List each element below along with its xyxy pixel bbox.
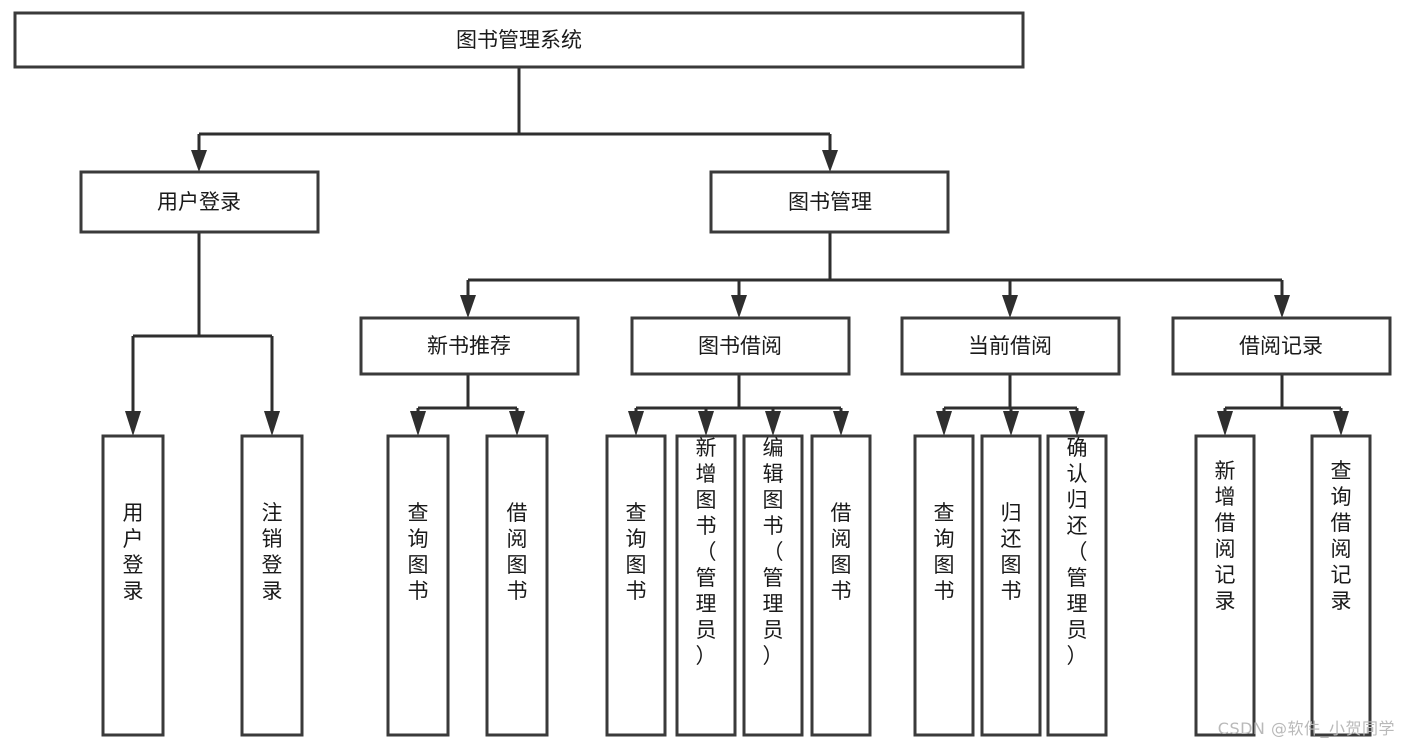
connector-group-new-book-recommend [410, 374, 525, 436]
node-box-current-borrow[interactable] [900, 316, 1121, 376]
arrow-head-book-borrow [731, 295, 747, 318]
leaf-box-new-book-2[interactable] [485, 434, 549, 737]
leaf-node[interactable]: 借阅图书 [485, 434, 549, 737]
arrow-head-borrow-record [1274, 295, 1290, 318]
leaf-box-book-borrow-4[interactable] [810, 434, 872, 737]
node-label-user-login: 用户登录 [157, 190, 241, 214]
arrow-head-current-borrow-leaf-3 [1069, 411, 1085, 436]
leaf-label-borrow-record-2: 查询借阅记录 [1331, 459, 1352, 613]
leaf-box-user-login-2[interactable] [240, 434, 304, 737]
node-box-new-book-recommend[interactable] [359, 316, 580, 376]
node-label-new-book-recommend: 新书推荐 [427, 334, 511, 358]
node-box-borrow-record[interactable] [1171, 316, 1392, 376]
leaf-label-book-borrow-2: 新增图书（管理员） [696, 436, 717, 668]
leaf-box-book-borrow-2[interactable] [675, 434, 737, 737]
node-box-book-borrow[interactable] [630, 316, 851, 376]
arrow-head-user-login [191, 150, 207, 172]
arrow-head-new-book-leaf-1 [410, 411, 426, 436]
leaf-node[interactable]: 确认归还（管理员） [1046, 434, 1108, 737]
leaf-label-current-borrow-2: 归还图书 [1001, 501, 1022, 603]
node-borrow-record[interactable]: 借阅记录 [1171, 316, 1392, 376]
arrow-head-new-book-leaf-2 [509, 411, 525, 436]
leaf-label-book-borrow-1: 查询图书 [626, 501, 647, 603]
node-label-root: 图书管理系统 [456, 28, 582, 52]
connector-group-book-borrow [628, 374, 849, 436]
connector-group-user-login [125, 232, 280, 436]
leaf-label-user-login-2: 注销登录 [262, 501, 283, 603]
leaf-box-current-borrow-1[interactable] [913, 434, 975, 737]
leaf-node[interactable]: 新增借阅记录 [1194, 434, 1256, 737]
node-box-root[interactable] [13, 11, 1025, 69]
leaf-box-current-borrow-3[interactable] [1046, 434, 1108, 737]
leaf-label-book-borrow-4: 借阅图书 [831, 501, 852, 603]
leaf-label-borrow-record-1: 新增借阅记录 [1215, 459, 1236, 613]
connector-group-root [191, 67, 838, 172]
leaf-node[interactable]: 编辑图书（管理员） [742, 434, 804, 737]
leaf-node[interactable]: 新增图书（管理员） [675, 434, 737, 737]
node-label-current-borrow: 当前借阅 [968, 334, 1052, 358]
connector-group-book-manage [460, 232, 1290, 318]
node-label-book-management: 图书管理 [788, 190, 872, 214]
arrow-head-current-borrow-leaf-1 [936, 411, 952, 436]
leaf-box-user-login-1[interactable] [101, 434, 165, 737]
node-current-borrow[interactable]: 当前借阅 [900, 316, 1121, 376]
leaf-node[interactable]: 用户登录 [101, 434, 165, 737]
leaf-box-book-borrow-1[interactable] [605, 434, 667, 737]
arrow-head-book-borrow-leaf-1 [628, 411, 644, 436]
leaf-box-borrow-record-2[interactable] [1310, 434, 1372, 737]
leaf-label-current-borrow-3: 确认归还（管理员） [1067, 436, 1088, 668]
node-new-book-recommend[interactable]: 新书推荐 [359, 316, 580, 376]
arrow-head-current-borrow [1002, 295, 1018, 318]
leaf-label-current-borrow-1: 查询图书 [934, 501, 955, 603]
leaf-label-book-borrow-3: 编辑图书（管理员） [763, 436, 784, 668]
leaf-node[interactable]: 借阅图书 [810, 434, 872, 737]
leaf-node[interactable]: 注销登录 [240, 434, 304, 737]
leaf-node[interactable]: 查询借阅记录 [1310, 434, 1372, 737]
node-book-management[interactable]: 图书管理 [709, 170, 950, 234]
arrow-head-book-manage [822, 150, 838, 172]
leaf-label-new-book-1: 查询图书 [408, 501, 429, 603]
node-label-book-borrow: 图书借阅 [698, 334, 782, 358]
csdn-watermark: CSDN @软件_小贺同学 [1217, 719, 1395, 738]
connector-group-borrow-record [1217, 374, 1349, 436]
arrow-head-current-borrow-leaf-2 [1003, 411, 1019, 436]
arrow-head-borrow-record-leaf-2 [1333, 411, 1349, 436]
arrow-head-borrow-record-leaf-1 [1217, 411, 1233, 436]
leaf-node[interactable]: 归还图书 [980, 434, 1042, 737]
leaf-node[interactable]: 查询图书 [386, 434, 450, 737]
arrow-head-user-login-leaf-1 [125, 411, 141, 436]
node-box-book-management[interactable] [709, 170, 950, 234]
leaf-box-current-borrow-2[interactable] [980, 434, 1042, 737]
leaf-label-new-book-2: 借阅图书 [507, 501, 528, 603]
node-book-borrow[interactable]: 图书借阅 [630, 316, 851, 376]
arrow-head-book-borrow-leaf-3 [765, 411, 781, 436]
leaf-box-new-book-1[interactable] [386, 434, 450, 737]
node-user-login[interactable]: 用户登录 [79, 170, 320, 234]
leaf-node[interactable]: 查询图书 [605, 434, 667, 737]
arrow-head-user-login-leaf-2 [264, 411, 280, 436]
arrow-head-book-borrow-leaf-2 [698, 411, 714, 436]
leaf-box-borrow-record-1[interactable] [1194, 434, 1256, 737]
arrow-head-new-book-recommend [460, 295, 476, 318]
leaf-box-book-borrow-3[interactable] [742, 434, 804, 737]
connector-group-current-borrow [936, 374, 1085, 436]
node-root-book-management-system[interactable]: 图书管理系统 [13, 11, 1025, 69]
leaf-node[interactable]: 查询图书 [913, 434, 975, 737]
node-label-borrow-record: 借阅记录 [1239, 334, 1323, 358]
arrow-head-book-borrow-leaf-4 [833, 411, 849, 436]
node-box-user-login[interactable] [79, 170, 320, 234]
leaf-label-user-login-1: 用户登录 [123, 501, 144, 603]
